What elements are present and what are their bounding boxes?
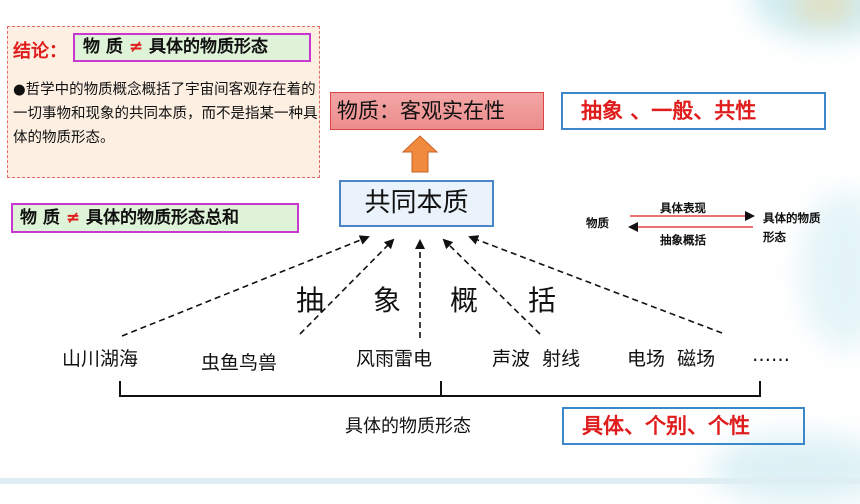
formula-concrete-sum: 具体的物质形态总和: [80, 208, 240, 228]
conclusion-text: ●哲学中的物质概念概括了宇宙间客观存在着的一切事物和现象的共同本质，而不是指某一…: [13, 82, 318, 146]
phenomenon-label: 电场 磁场: [627, 348, 716, 370]
mini-bottom-label: 抽象概括: [660, 233, 706, 247]
dashed-arrow: [121, 235, 370, 337]
bottom-band: [0, 478, 860, 484]
not-equal-sign: ≠: [128, 37, 144, 57]
watercolor-decoration: [794, 0, 854, 20]
mini-top-label: 具体表现: [660, 201, 706, 215]
abstract-traits-box: 抽象 、一般、共性: [561, 92, 826, 130]
mini-right-label: 具体的物质: [763, 211, 821, 225]
formula-matter: 物 质: [20, 208, 60, 228]
phenomenon-label: 虫鱼鸟兽: [201, 352, 278, 374]
common-essence-box: 共同本质: [339, 180, 494, 227]
phenomenon-label: 风雨雷电: [356, 348, 433, 370]
matter-definition-box: 物质：客观实在性: [330, 92, 544, 130]
abstraction-char: 抽: [296, 284, 325, 317]
dashed-arrow: [468, 235, 723, 334]
conclusion-formula: 物 质 ≠ 具体的物质形态: [73, 33, 311, 62]
formula-concrete: 具体的物质形态: [143, 37, 269, 57]
phenomenon-label: 山川湖海: [62, 348, 139, 370]
phenomenon-ellipsis: ……: [752, 344, 790, 366]
formula-sum: 物 质 ≠ 具体的物质形态总和: [11, 203, 299, 233]
up-arrow: [401, 135, 439, 173]
dashed-arrow: [442, 238, 541, 335]
not-equal-sign: ≠: [65, 208, 81, 228]
mini-right-label: 形态: [763, 230, 786, 244]
diagram-arrows: [119, 135, 761, 397]
abstraction-char: 概: [450, 284, 479, 317]
mini-matter-label: 物质: [586, 216, 609, 230]
abstraction-char: 括: [528, 284, 557, 317]
phenomenon-label: 声波 射线: [492, 348, 581, 370]
abstraction-char: 象: [373, 284, 402, 317]
dashed-arrow: [299, 238, 395, 335]
conclusion-label: 结论：: [13, 41, 67, 61]
concrete-forms-label: 具体的物质形态: [345, 416, 471, 437]
concrete-traits-box: 具体、个别、个性: [562, 407, 805, 445]
formula-matter: 物 质: [83, 37, 123, 57]
